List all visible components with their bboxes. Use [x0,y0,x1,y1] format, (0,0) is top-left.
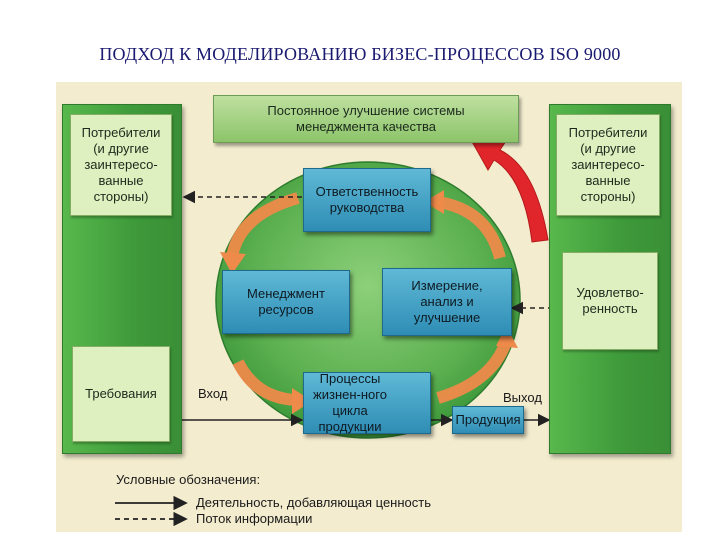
legend-info-flow-label: Поток информации [196,511,313,526]
cycle-arrow-top-left [226,192,300,260]
slide-title: ПОДХОД К МОДЕЛИРОВАНИЮ БИЗЕС-ПРОЦЕССОВ I… [99,44,621,64]
responsibility-box: Ответственность руководства [303,168,431,232]
legend-heading: Условные обозначения: [116,472,261,487]
cycle-arrow-top-right [436,196,506,260]
legend-value-flow-label: Деятельность, добавляющая ценность [196,495,431,510]
consumers-left-box: Потребители (и другие заинтересо-ванные … [70,114,172,216]
cycle-circle [215,161,521,439]
resources-label: Менеджмент ресурсов [247,286,325,317]
satisfaction-label: Удовлетво-ренность [576,285,644,316]
processes-label: Процессы жизнен-ного цикла продукции [313,371,387,434]
requirements-label: Требования [85,386,157,401]
consumers-right-label: Потребители (и другие заинтересо-ванные … [568,125,648,204]
improvement-label: Постоянное улучшение системы менеджмента… [267,103,465,134]
consumers-left-label: Потребители (и другие заинтересо-ванные … [81,125,161,204]
info-flow-arrows [182,190,562,315]
cycle-arrow-bottom-right [436,339,512,404]
output-label: Выход [503,390,542,405]
satisfaction-box: Удовлетво-ренность [562,252,658,350]
consumers-right-box: Потребители (и другие заинтересо-ванные … [556,114,660,216]
measurement-label: Измерение, анализ и улучшение [411,278,483,325]
processes-box: Процессы жизнен-ного цикла продукции [303,371,431,434]
cycle-arrowheads [220,190,518,414]
improvement-box: Постоянное улучшение системы менеджмента… [213,95,519,143]
resources-box: Менеджмент ресурсов [222,270,350,334]
product-label: Продукция [455,412,521,427]
measurement-box: Измерение, анализ и улучшение [382,268,512,336]
requirements-box: Требования [72,346,170,442]
cycle-arrow-bottom-left [232,359,297,406]
cycle-arrows [226,192,512,406]
responsibility-label: Ответственность руководства [315,184,419,215]
product-box: Продукция [452,406,524,434]
input-label: Вход [198,386,228,401]
